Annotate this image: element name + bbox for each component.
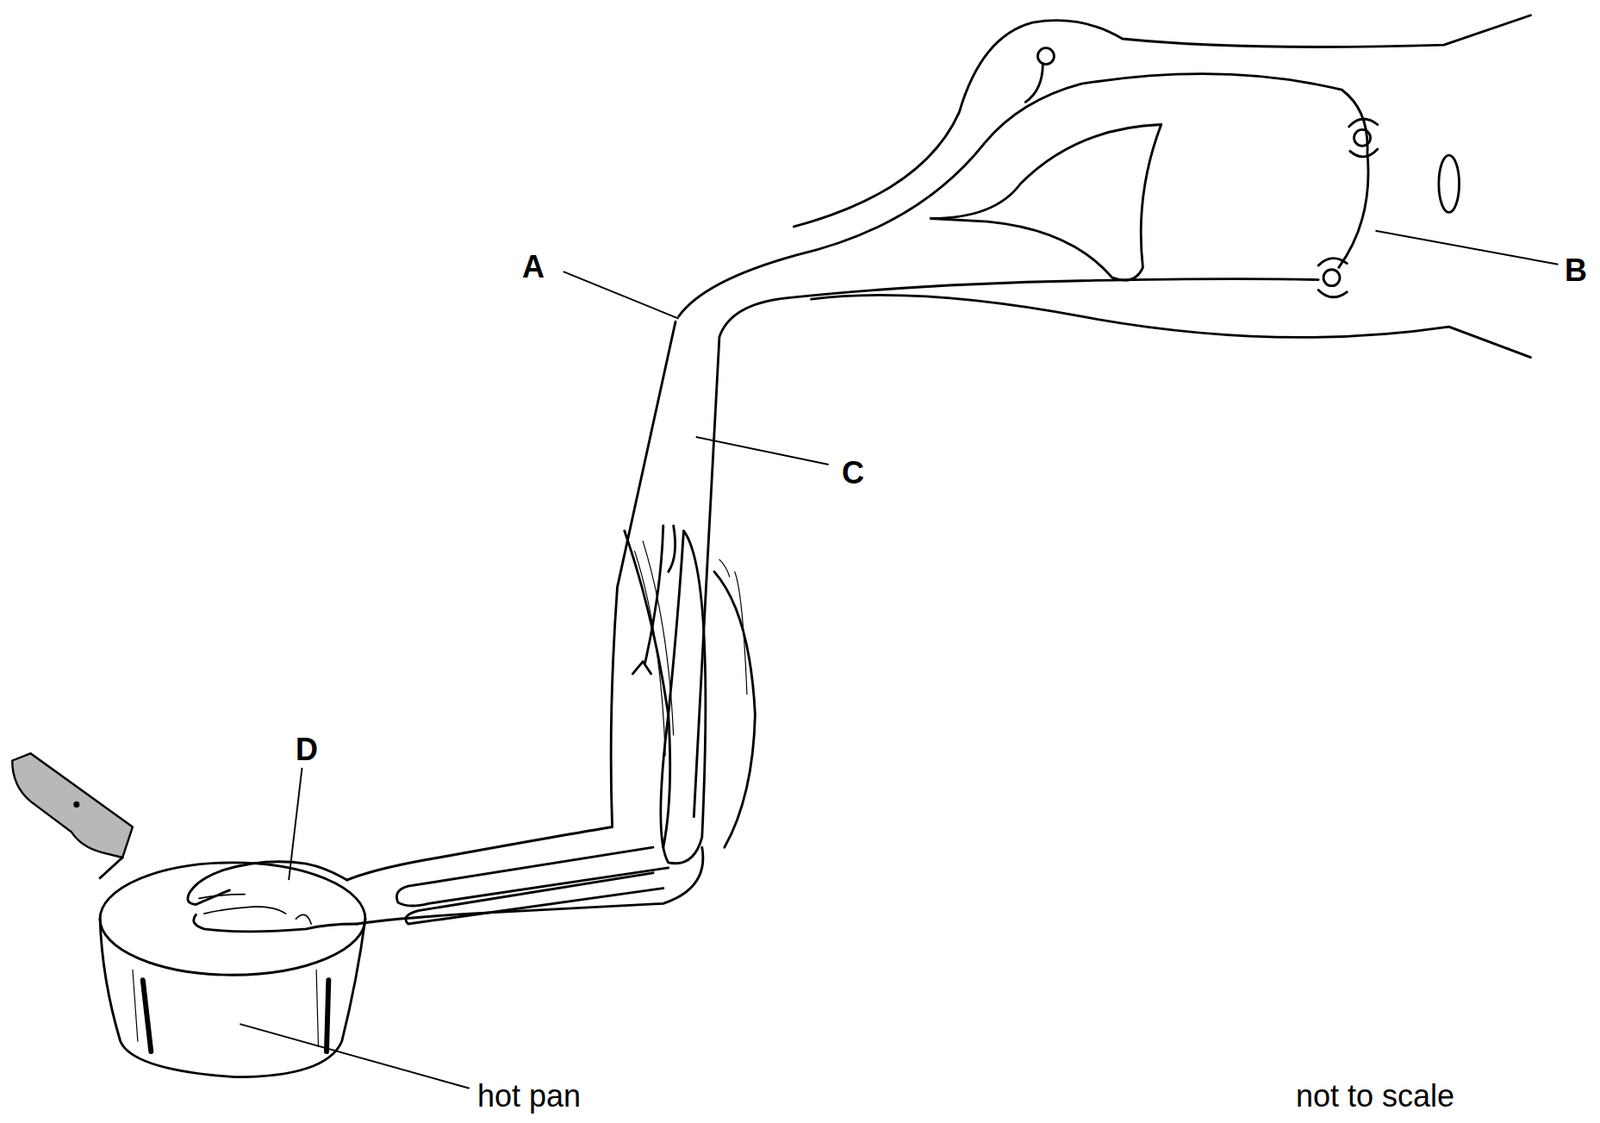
part-label: C (841, 457, 865, 489)
pan-shine (143, 979, 151, 1052)
leader-line (696, 436, 829, 465)
part-label: B (1564, 255, 1588, 287)
synapse (1349, 118, 1378, 127)
cell-body (1037, 48, 1054, 65)
part-label: A (522, 251, 545, 283)
sensory-nerve (610, 321, 676, 827)
synapse (1318, 289, 1347, 297)
central-canal (1438, 155, 1460, 212)
biceps (624, 530, 671, 847)
nerve-branch (668, 525, 676, 572)
cell-body (1323, 269, 1340, 287)
motor-nerve (693, 279, 1319, 817)
ulna (405, 872, 664, 924)
part-label: D (295, 734, 318, 766)
hand (193, 914, 358, 932)
triceps (714, 571, 755, 847)
tendon (719, 559, 730, 577)
synapse (1318, 258, 1347, 266)
muscle-fibre (635, 551, 667, 756)
pan-handle (12, 753, 133, 858)
pan-handle (99, 857, 123, 878)
cord-outline (793, 15, 1531, 227)
cell-body (1354, 129, 1371, 146)
humerus (660, 530, 706, 864)
finger (199, 894, 245, 899)
muscle-fibre (734, 571, 748, 694)
cord-outline (811, 294, 1532, 357)
white-matter (930, 124, 1162, 281)
leader-line (288, 767, 302, 880)
axon (1025, 62, 1043, 102)
pan-body (99, 918, 366, 1078)
pan-shine (316, 969, 318, 1046)
synapse (1350, 149, 1378, 157)
pan-rim (99, 862, 366, 975)
hand (187, 861, 348, 905)
pan-shine (132, 969, 138, 1041)
caption-note: hot pan (477, 1080, 581, 1112)
motor-end-plate (632, 661, 651, 674)
forearm-outline (347, 826, 613, 880)
forearm-outline (357, 846, 704, 924)
leader-line (239, 1023, 469, 1089)
leader-line (1375, 230, 1558, 265)
caption-note: not to scale (1295, 1080, 1455, 1112)
leader-line (563, 271, 679, 318)
handle-rivet (73, 801, 80, 808)
finger (204, 906, 287, 914)
pan-shine (326, 979, 329, 1052)
thumb (295, 914, 312, 924)
motor-branch (644, 525, 663, 664)
